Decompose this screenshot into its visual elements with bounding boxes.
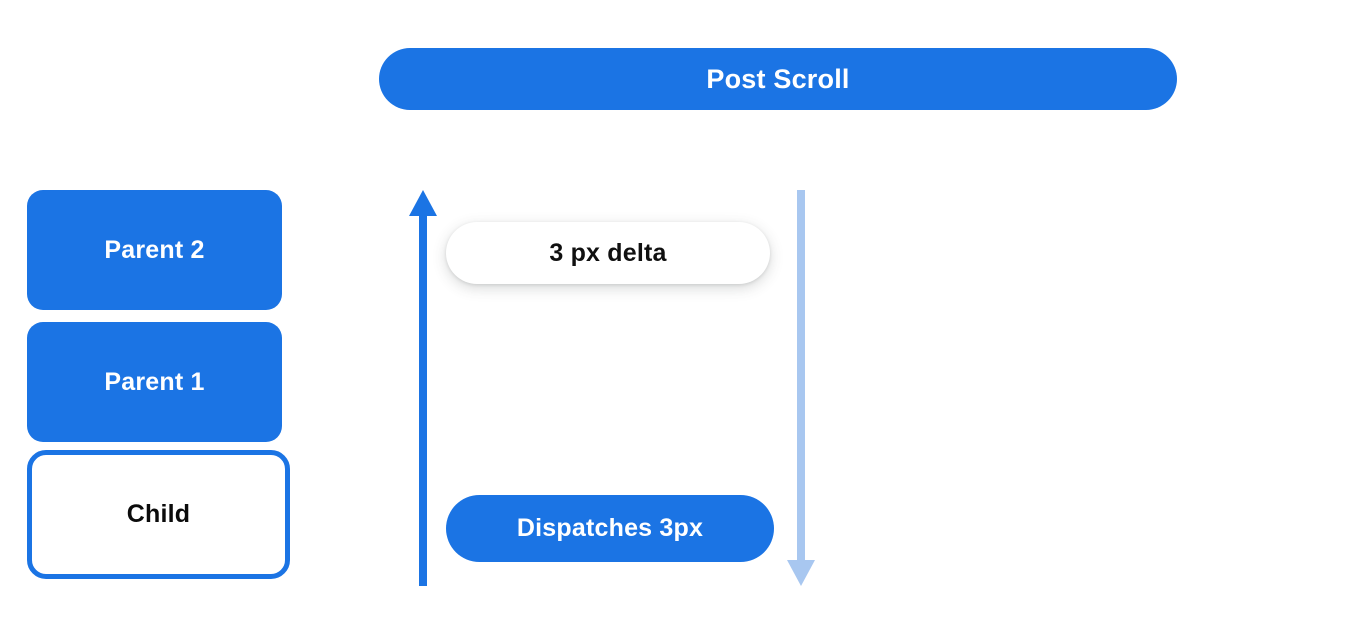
node-parent-1-label: Parent 1 — [104, 367, 205, 396]
node-stack: Parent 2 Parent 1 Child — [27, 190, 290, 579]
node-child-label: Child — [126, 500, 191, 528]
stack-spacer — [27, 310, 290, 322]
stack-spacer — [27, 442, 290, 450]
node-child: Child — [27, 450, 290, 579]
delta-callout-bubble: 3 px delta — [446, 222, 770, 284]
scroll-propagation-up-arrow — [409, 190, 437, 586]
post-scroll-banner-label: Post Scroll — [706, 63, 850, 94]
post-scroll-banner: Post Scroll — [379, 48, 1177, 110]
node-parent-1: Parent 1 — [27, 322, 282, 442]
node-parent-2: Parent 2 — [27, 190, 282, 310]
scroll-dispatch-down-arrow — [787, 190, 815, 586]
dispatch-pill: Dispatches 3px — [446, 495, 774, 562]
node-parent-2-label: Parent 2 — [104, 235, 205, 264]
dispatch-pill-label: Dispatches 3px — [516, 514, 704, 542]
delta-callout-label: 3 px delta — [549, 238, 667, 267]
